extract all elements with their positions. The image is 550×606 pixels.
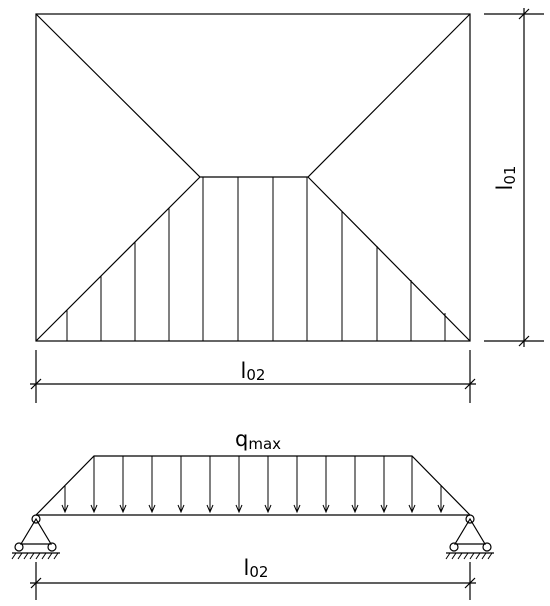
beam-span-label-main: l (244, 556, 250, 580)
load-arrows (61, 456, 445, 514)
beam-span-label: l02 (244, 556, 269, 581)
plan-width-label-main: l (241, 359, 247, 383)
trapezoid-hatching (66, 177, 446, 341)
plan-height-label-sub: 01 (501, 166, 519, 185)
plan-width-label: l02 (241, 359, 266, 384)
yield-lines (35, 13, 471, 342)
plan-width-label-sub: 02 (246, 366, 265, 384)
load-label: qmax (235, 427, 281, 453)
dimension-l02-plan: l02 (30, 350, 476, 403)
trapezoidal-load: qmax (35, 427, 471, 516)
right-support (445, 514, 494, 560)
dimension-l01: l01 (484, 8, 544, 347)
plan-height-label-main: l (493, 185, 517, 191)
left-support (11, 514, 60, 560)
beam-span-label-sub: 02 (249, 563, 268, 581)
slab-plan (35, 13, 471, 342)
slab-outline (35, 13, 471, 342)
load-label-main: q (235, 427, 248, 451)
plan-height-label: l01 (493, 166, 519, 191)
load-label-sub: max (248, 435, 281, 453)
dimension-l02-beam: l02 (30, 556, 476, 600)
